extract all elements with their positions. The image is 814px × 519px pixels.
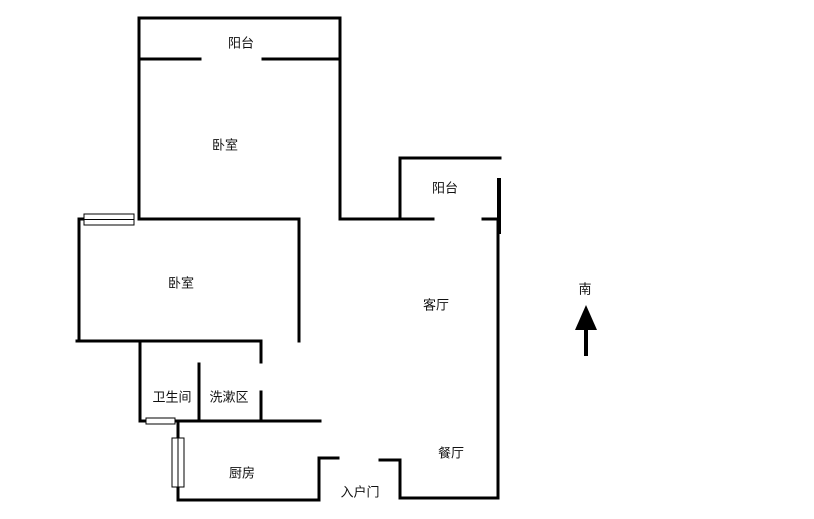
windows [83,213,185,488]
room-label-wash-area: 洗漱区 [209,390,249,406]
room-label-kitchen: 厨房 [228,466,256,482]
room-label-bedroom-left: 卧室 [167,276,195,292]
room-label-bedroom-top: 卧室 [211,138,239,154]
room-label-entrance: 入户门 [340,485,380,501]
room-label-balcony-top: 阳台 [227,36,255,52]
arrow-up-icon [575,305,597,356]
walls [75,16,502,502]
room-label-living-room: 客厅 [422,298,450,314]
room-label-balcony-right: 阳台 [431,181,459,197]
balcony-door-wall [497,178,501,234]
room-label-dining-room: 餐厅 [437,446,465,462]
room-label-bathroom: 卫生间 [152,390,192,406]
compass-label: 南 [578,282,592,298]
window-bathroom [145,417,176,425]
